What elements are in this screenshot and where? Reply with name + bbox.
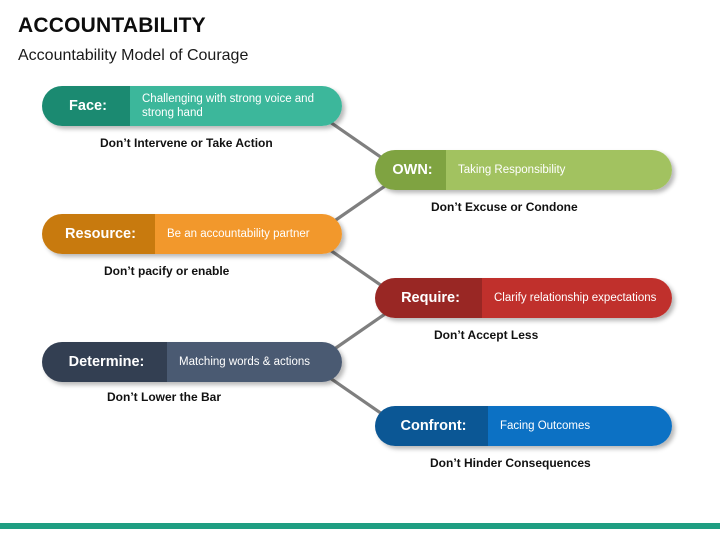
model-item-face[interactable]: Face: Challenging with strong voice and …	[42, 86, 342, 126]
connector-own-resource	[328, 184, 387, 226]
model-item-confront-key-segment: Confront:	[375, 406, 488, 446]
model-item-confront-value-segment: Facing Outcomes	[488, 406, 672, 446]
model-item-own-caption: Don’t Excuse or Condone	[431, 200, 578, 214]
connector-face-own	[328, 120, 387, 162]
model-item-own-key: OWN:	[392, 162, 433, 178]
model-item-require-caption: Don’t Accept Less	[434, 328, 539, 342]
model-item-face-key: Face:	[69, 98, 107, 114]
model-item-resource-value-segment: Be an accountability partner	[155, 214, 342, 254]
model-item-confront-caption: Don’t Hinder Consequences	[430, 456, 591, 470]
model-item-face-key-segment: Face:	[42, 86, 130, 126]
bottom-accent-bar	[0, 523, 720, 529]
model-item-own-value-segment: Taking Responsibility	[446, 150, 672, 190]
model-item-resource[interactable]: Resource: Be an accountability partner	[42, 214, 342, 254]
model-item-require-value: Clarify relationship expectations	[494, 291, 657, 304]
model-item-face-value-segment: Challenging with strong voice and strong…	[130, 86, 342, 126]
model-item-confront-value: Facing Outcomes	[500, 419, 591, 432]
model-item-determine-value: Matching words & actions	[179, 355, 311, 368]
model-item-own[interactable]: OWN: Taking Responsibility	[375, 150, 672, 190]
model-item-determine-caption: Don’t Lower the Bar	[107, 390, 222, 404]
model-item-resource-value: Be an accountability partner	[167, 227, 310, 240]
model-item-resource-key: Resource:	[65, 226, 136, 242]
connector-require-determine	[328, 312, 387, 354]
connector-determine-confront	[328, 376, 387, 418]
model-item-confront[interactable]: Confront: Facing Outcomes	[375, 406, 672, 446]
model-item-determine-key-segment: Determine:	[42, 342, 167, 382]
model-item-require-key: Require:	[401, 290, 460, 306]
model-item-own-key-segment: OWN:	[375, 150, 446, 190]
model-item-determine-key: Determine:	[68, 354, 145, 370]
model-item-determine-value-segment: Matching words & actions	[167, 342, 342, 382]
page-title: ACCOUNTABILITY	[18, 14, 206, 37]
model-item-confront-key: Confront:	[400, 418, 467, 434]
model-item-resource-caption: Don’t pacify or enable	[104, 264, 230, 278]
model-item-resource-key-segment: Resource:	[42, 214, 155, 254]
model-item-require-value-segment: Clarify relationship expectations	[482, 278, 672, 318]
model-item-require[interactable]: Require: Clarify relationship expectatio…	[375, 278, 672, 318]
model-item-face-value: Challenging with strong voice and strong…	[142, 92, 314, 119]
connector-resource-require	[328, 248, 387, 290]
model-item-require-key-segment: Require:	[375, 278, 482, 318]
model-item-determine[interactable]: Determine: Matching words & actions	[42, 342, 342, 382]
model-item-face-caption: Don’t Intervene or Take Action	[100, 136, 273, 150]
page-subtitle: Accountability Model of Courage	[18, 47, 249, 64]
model-item-own-value: Taking Responsibility	[458, 163, 566, 176]
